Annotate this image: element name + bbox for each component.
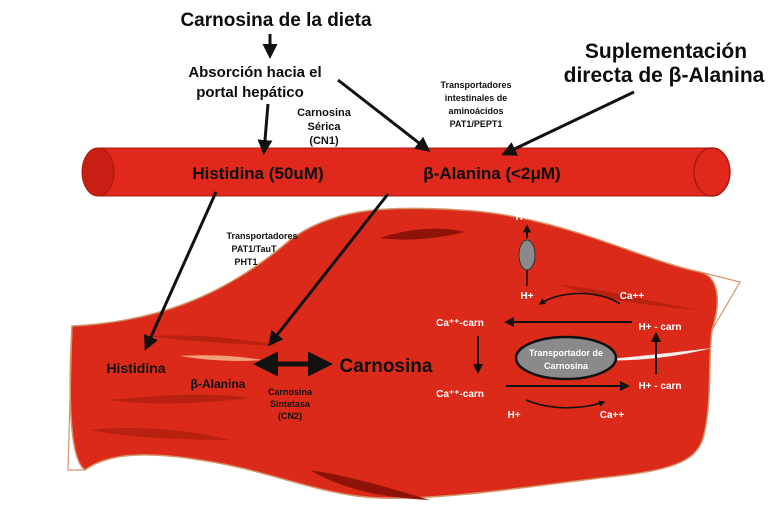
absorption-to-beta-alanine-arrow — [337, 78, 431, 152]
serum-carnosine-line1: Carnosina — [297, 107, 352, 119]
muscle-streak — [310, 470, 430, 500]
muscle-outline-tip-right — [699, 271, 741, 331]
muscle-histidine-label: Histidina — [106, 360, 165, 376]
intestinal-transporters-line3: aminoácidos — [448, 106, 503, 116]
synthase-line3: (CN2) — [278, 411, 302, 421]
synthase-line1: Carnosina — [268, 387, 313, 397]
transporter-label-line1: Transportador de — [529, 348, 603, 358]
absorption-to-histidine-arrow — [257, 103, 273, 155]
muscle-streak — [90, 428, 230, 440]
muscle-streak — [380, 228, 465, 240]
supplement-label-line1: Suplementación — [585, 40, 747, 63]
vessel-left-cap — [81, 147, 115, 197]
dietary-carnosine-label: Carnosina de la dieta — [180, 10, 372, 31]
intestinal-transporters-line1: Transportadores — [440, 80, 511, 90]
h-carn-upper-label: H+ - carn — [638, 322, 681, 333]
muscle-transporters-line1: Transportadores — [226, 231, 297, 241]
muscle-streak-light — [180, 355, 262, 361]
vessel-beta-alanine-label: β-Alanina (<2μM) — [423, 164, 560, 183]
intestinal-transporters-line4: PAT1/PEPT1 — [450, 119, 503, 129]
blood-vessel — [81, 147, 731, 197]
h-plus-top-label: H+ — [515, 212, 528, 223]
serum-carnosine-line3: (CN1) — [309, 135, 339, 147]
muscle-transporters-line2: PAT1/TauT — [232, 244, 278, 254]
intestinal-transporters-line2: intestinales de — [445, 93, 508, 103]
carnosine-transporter — [514, 335, 618, 381]
supplement-label-line2: directa de β-Alanina — [564, 64, 765, 87]
carnosine-label: Carnosina — [340, 356, 433, 377]
ca-carn-lower-label: Ca⁺⁺-carn — [436, 389, 484, 400]
h-plus-mid-label: H+ — [520, 291, 533, 302]
h-carn-lower-label: H+ - carn — [638, 381, 681, 392]
muscle-streak-light — [600, 348, 712, 361]
histidine-to-muscle-arrow — [144, 191, 218, 351]
supplement-to-beta-alanine-arrow — [501, 90, 635, 156]
upper-exchange-curve — [538, 292, 621, 305]
vessel-histidine-label: Histidina (50uM) — [192, 164, 323, 183]
beta-alanine-to-muscle-arrow — [268, 193, 390, 347]
synthase-line2: Sintetasa — [270, 399, 311, 409]
absorption-label-line2: portal hepático — [196, 84, 304, 101]
muscle-beta-alanine-label: β-Alanina — [191, 377, 246, 391]
muscle-fiber — [67, 207, 741, 500]
h-plus-bottom-label: H+ — [507, 410, 520, 421]
muscle-streak — [560, 285, 700, 310]
muscle-streak — [110, 394, 250, 404]
vessel-body — [98, 148, 718, 196]
ca-carn-upper-label: Ca⁺⁺-carn — [436, 318, 484, 329]
lower-exchange-curve — [525, 399, 606, 409]
ca-plus-bottom-label: Ca++ — [600, 410, 625, 421]
h-plus-channel — [518, 239, 536, 271]
serum-carnosine-line2: Sérica — [307, 121, 341, 133]
muscle-outline — [69, 207, 719, 499]
transporter-label-line2: Carnosina — [544, 361, 589, 371]
muscle-streak — [150, 335, 280, 346]
absorption-label-line1: Absorción hacia el — [188, 64, 321, 81]
vessel-right-cap — [693, 147, 731, 197]
muscle-outline-tip-left — [67, 325, 85, 471]
ca-plus-top-label: Ca++ — [620, 291, 645, 302]
muscle-transporters-line3: PHT1 — [234, 257, 257, 267]
